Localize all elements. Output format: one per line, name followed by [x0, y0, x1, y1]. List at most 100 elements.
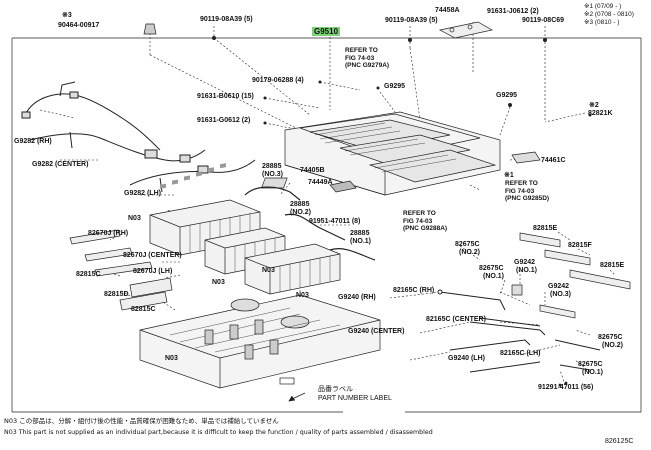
part-90179-06288[interactable]: 90179-06288 (4) [252, 77, 304, 84]
part-28885-no2-qualifier: (NO.2) [290, 209, 311, 216]
bar-82815e-bottom [569, 269, 631, 290]
note-marker-1: ※1 [504, 172, 514, 179]
part-82675c-no2-top[interactable]: 82675C [455, 241, 480, 248]
bar-g9242-3 [539, 304, 576, 319]
part-90119-08c69[interactable]: 90119-08C69 [522, 17, 565, 24]
cable-82165c-rh [437, 289, 506, 311]
legend-line-3: ※3 (0810 - ) [584, 19, 620, 26]
part-82165c-rh[interactable]: 82165C (RH) [393, 287, 435, 294]
part-91631-b0610[interactable]: 91631-B0610 (15) [197, 93, 254, 100]
reference-line: (PNC G9288A) [403, 225, 448, 232]
bar-82815e-top [519, 232, 561, 248]
battery-module-lower [244, 243, 341, 295]
wire-harness-lh [129, 159, 256, 193]
part-82675c-no2-bottom-qualifier: (NO.2) [602, 342, 623, 349]
part-28885-no1[interactable]: 28885 [350, 230, 370, 237]
cable-28885-no2 [284, 213, 346, 241]
legend-line-1: ※1 (07/09 - ) [584, 3, 622, 10]
part-74405b[interactable]: 74405B [300, 167, 325, 174]
clip-90464 [143, 23, 157, 35]
part-28885-no1-qualifier: (NO.1) [350, 238, 371, 245]
part-label-japanese: 品番ラベル [318, 385, 353, 393]
note-n03-lower: N03 [212, 279, 225, 286]
part-90464-00917[interactable]: 90464-00917 [58, 22, 100, 29]
reference-line: (PNC G9285D) [505, 195, 550, 202]
cover-82815c [119, 291, 168, 311]
bolt-row-91291 [558, 381, 568, 387]
part-82815e-top[interactable]: 82815E [533, 225, 558, 232]
note-n03-upper: N03 [128, 215, 141, 222]
part-g9295-right[interactable]: G9295 [496, 92, 518, 99]
part-90119-08a39-left[interactable]: 90119-08A39 (5) [200, 16, 253, 23]
reference-g9279a[interactable]: REFER TO FIG 74-03 (PNC G9279A) [345, 47, 389, 70]
part-82670j-lh[interactable]: 82670J (LH) [133, 268, 173, 275]
part-g9242-no1-qualifier: (NO.1) [516, 267, 537, 274]
part-28885-no2[interactable]: 28885 [290, 201, 310, 208]
reference-line: FIG 74-03 [345, 54, 375, 62]
part-g9510[interactable]: G9510 [312, 27, 341, 36]
part-g9240-lh[interactable]: G9240 (LH) [448, 355, 485, 362]
part-82815e-bottom[interactable]: 82815E [600, 262, 625, 269]
note-n03-middle: N03 [262, 267, 275, 274]
part-90119-08a39-right[interactable]: 90119-08A39 (5) [385, 17, 438, 24]
bar-82815f [544, 249, 591, 266]
bracket-74458a [438, 21, 493, 39]
part-g9242-no1[interactable]: G9242 [514, 259, 536, 266]
upper-battery-frame [261, 111, 501, 196]
reference-g9288a[interactable]: REFER TO FIG 74-03 (PNC G9288A) [403, 210, 447, 233]
part-g9282-lh[interactable]: G9282 (LH) [124, 190, 161, 197]
bus-bar-center [84, 247, 133, 262]
reference-line: REFER TO [505, 180, 538, 187]
part-91291-47011[interactable]: 91291-47011 (56) [538, 384, 594, 391]
part-82815c-lower[interactable]: 82815C [131, 306, 156, 313]
pad-74461c [511, 151, 541, 164]
part-82675c-no1-top-qualifier: (NO.1) [483, 273, 504, 280]
reference-line: REFER TO [403, 210, 436, 217]
part-g9242-no3-qualifier: (NO.3) [550, 291, 571, 298]
part-82821k[interactable]: 82821K [588, 110, 613, 117]
cable-82165c-lh [449, 339, 541, 373]
part-74458a[interactable]: 74458A [435, 7, 460, 14]
part-74449a[interactable]: 74449A [308, 179, 333, 186]
note-marker-3: ※3 [62, 12, 72, 19]
part-82165c-center[interactable]: 82165C (CENTER) [426, 316, 486, 323]
part-82675c-no1-top[interactable]: 82675C [479, 265, 504, 272]
part-g9242-no3[interactable]: G9242 [548, 283, 570, 290]
part-g9282-center[interactable]: G9282 (CENTER) [32, 161, 89, 168]
part-82675c-no1-bottom[interactable]: 82675C [578, 361, 603, 368]
part-g9295-top[interactable]: G9295 [384, 83, 406, 90]
part-74461c[interactable]: 74461C [541, 157, 566, 164]
part-g9282-rh[interactable]: G9282 (RH) [14, 138, 52, 145]
part-82815c-upper[interactable]: 82815C [76, 271, 101, 278]
reference-line: REFER TO [345, 47, 378, 54]
reference-line: FIG 74-03 [403, 217, 433, 225]
footer-note-japanese: N03 この部品は、分解・組付け後の性能・品質確保が困難なため、単品では補給して… [4, 417, 279, 425]
part-82815f[interactable]: 82815F [568, 242, 592, 249]
part-91631-j0612[interactable]: 91631-J0612 (2) [487, 8, 539, 15]
note-marker-2: ※2 [589, 102, 599, 109]
part-82675c-no1-bottom-qualifier: (NO.1) [582, 369, 603, 376]
part-label-english: PART NUMBER LABEL [318, 395, 392, 402]
figure-code: 826125C [605, 438, 634, 445]
part-g9240-center[interactable]: G9240 (CENTER) [348, 328, 405, 335]
part-82675c-no2-top-qualifier: (NO.2) [459, 249, 480, 256]
reference-g9285d[interactable]: REFER TO FIG 74-03 (PNC G9285D) [505, 180, 549, 203]
cable-28885-no3 [244, 186, 301, 201]
legend-line-2: ※2 (0708 - 0810) [584, 11, 634, 18]
bus-bar-lh [94, 261, 153, 277]
cable-82165c-center [469, 317, 546, 336]
part-91631-g0612[interactable]: 91631-G0612 (2) [197, 117, 251, 124]
wire-harness-rh [21, 81, 161, 151]
part-82670j-rh[interactable]: 82670J (RH) [88, 230, 129, 237]
cover-82815d [129, 277, 173, 298]
part-g9240-rh[interactable]: G9240 (RH) [338, 294, 376, 301]
cable-82675c [554, 339, 601, 371]
part-82670j-center[interactable]: 82670J (CENTER) [123, 252, 182, 259]
bolts [212, 36, 592, 125]
part-91951-47011[interactable]: 91951-47011 (8) [309, 218, 361, 225]
diagram-frame [12, 37, 642, 413]
part-82675c-no2-bottom[interactable]: 82675C [598, 334, 623, 341]
part-82815d[interactable]: 82815D [104, 291, 129, 298]
part-82165c-lh[interactable]: 82165C (LH) [500, 350, 541, 357]
part-28885-no3[interactable]: 28885 [262, 163, 282, 170]
